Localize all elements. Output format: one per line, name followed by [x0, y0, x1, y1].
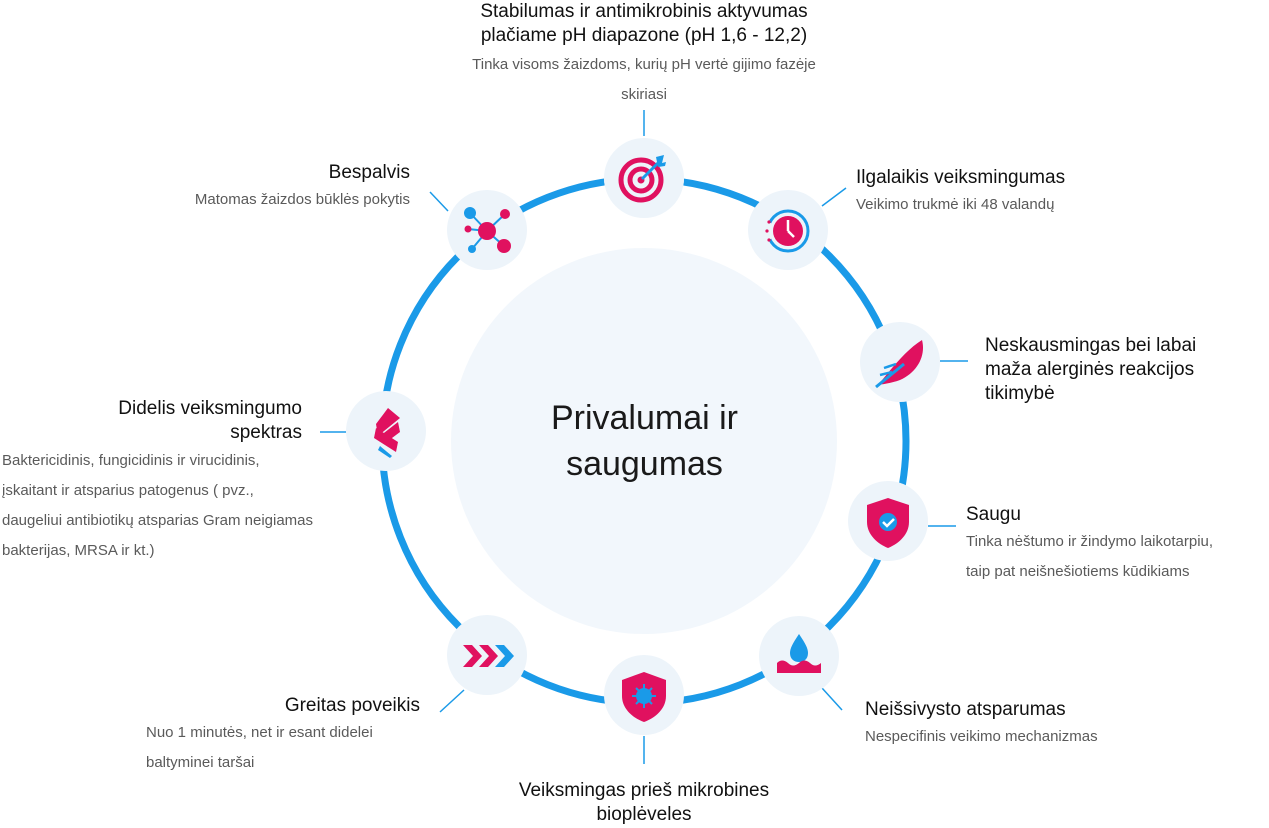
label-resist-desc: Nespecifinis veikimo mechanizmas — [865, 728, 1098, 745]
center-title-line1: Privalumai ir — [550, 399, 739, 437]
chevrons-icon — [463, 645, 514, 667]
label-fast-desc2: baltyminei taršai — [146, 754, 255, 771]
water-drop-icon — [777, 634, 821, 673]
node-spectrum — [346, 391, 426, 471]
label-colorless: Bespalvis Matomas žaizdos būklės pokytis — [110, 161, 410, 215]
clock-icon — [765, 209, 810, 253]
shield-check-icon — [867, 498, 909, 548]
label-spectrum-title2: spektras — [230, 422, 302, 443]
node-fast — [447, 615, 527, 695]
connector-lines — [320, 110, 968, 764]
label-biofilm-title1: Veiksmingas prieš mikrobines — [518, 780, 770, 801]
label-safe-title: Saugu — [966, 504, 1021, 525]
molecule-icon — [464, 207, 511, 253]
label-ph-title2: plačiame pH diapazone (pH 1,6 - 12,2) — [480, 25, 808, 46]
label-ph-desc1: Tinka visoms žaizdoms, kurių pH vertė gi… — [472, 56, 816, 73]
label-spectrum-desc3: daugeliui antibiotikų atsparias Gram nei… — [2, 512, 314, 529]
label-spectrum: Didelis veiksmingumo spektras Baktericid… — [2, 397, 313, 566]
feather-icon — [875, 340, 924, 389]
strands-icon — [374, 408, 400, 458]
label-resist-title: Neišsivysto atsparumas — [865, 699, 1066, 720]
target-icon — [618, 155, 666, 203]
center-title: Privalumai ir saugumas — [452, 395, 837, 487]
label-safe-desc2: taip pat neišnešiotiems kūdikiams — [966, 563, 1190, 580]
label-biofilm: Veiksmingas prieš mikrobines bioplėveles — [444, 779, 844, 827]
shield-virus-icon — [622, 672, 666, 722]
label-fast-desc1: Nuo 1 minutės, net ir esant didelei — [146, 724, 373, 741]
label-ph-title1: Stabilumas ir antimikrobinis aktyvumas — [480, 1, 808, 22]
label-safe-desc1: Tinka nėštumo ir žindymo laikotarpiu, — [966, 533, 1214, 550]
label-painless-title2: maža alerginės reakcijos — [985, 359, 1195, 380]
label-spectrum-desc1: Baktericidinis, fungicidinis ir virucidi… — [2, 452, 260, 469]
center-circle — [451, 248, 837, 634]
label-long-desc: Veikimo trukmė iki 48 valandų — [856, 196, 1055, 213]
label-long-title: Ilgalaikis veiksmingumas — [856, 167, 1066, 188]
label-spectrum-desc2: įskaitant ir atsparius patogenus ( pvz., — [2, 482, 254, 499]
label-spectrum-desc4: bakterijas, MRSA ir kt.) — [2, 542, 155, 559]
label-ph-desc2: skiriasi — [621, 86, 667, 103]
label-fast-title: Greitas poveikis — [284, 695, 420, 716]
center-title-line2: saugumas — [566, 445, 723, 483]
label-painless-title1: Neskausmingas bei labai — [985, 335, 1197, 356]
label-painless: Neskausmingas bei labai maža alerginės r… — [985, 334, 1196, 406]
label-resist: Neišsivysto atsparumas Nespecifinis veik… — [865, 698, 1098, 752]
label-painless-title3: tikimybė — [985, 383, 1055, 404]
label-fast: Greitas poveikis Nuo 1 minutės, net ir e… — [146, 694, 420, 778]
label-biofilm-title2: bioplėveles — [596, 804, 692, 825]
label-colorless-title: Bespalvis — [328, 162, 410, 183]
label-colorless-desc: Matomas žaizdos būklės pokytis — [194, 191, 410, 208]
label-ph: Stabilumas ir antimikrobinis aktyvumas p… — [394, 0, 894, 110]
label-safe: Saugu Tinka nėštumo ir žindymo laikotarp… — [966, 503, 1213, 587]
label-spectrum-title1: Didelis veiksmingumo — [118, 398, 302, 419]
label-long: Ilgalaikis veiksmingumas Veikimo trukmė … — [856, 166, 1065, 220]
